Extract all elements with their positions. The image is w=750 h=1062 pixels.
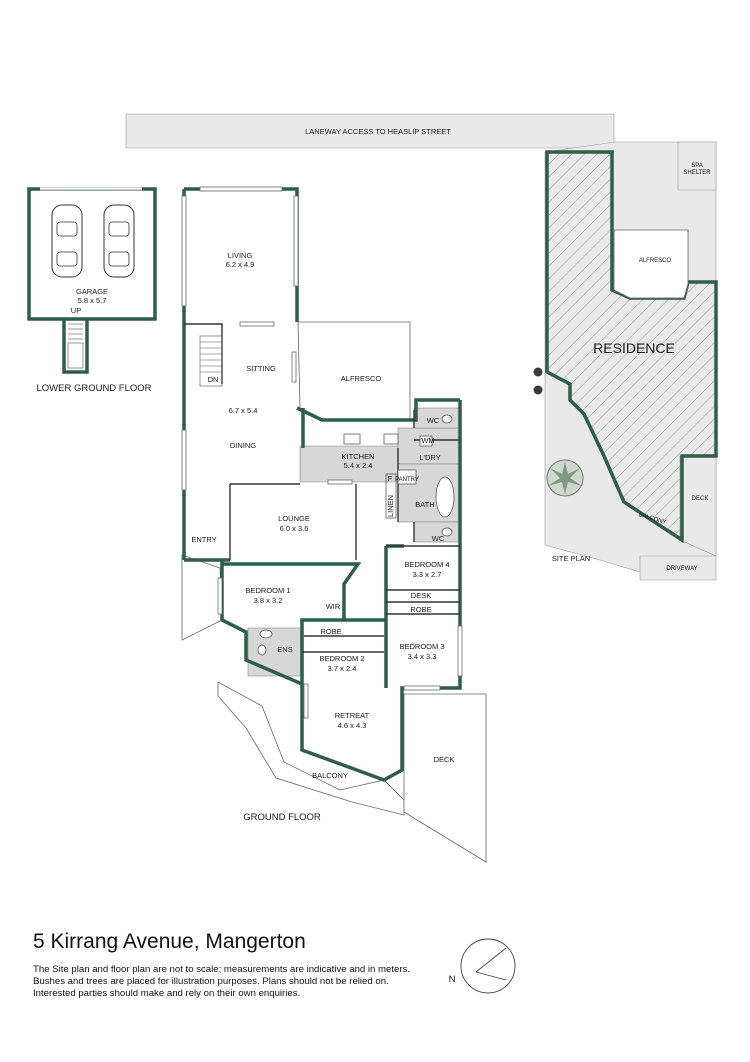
living-name: LIVING bbox=[228, 251, 253, 260]
car-icon bbox=[103, 204, 135, 278]
site-plan-caption: SITE PLAN bbox=[552, 554, 590, 563]
bedroom4-name: BEDROOM 4 bbox=[404, 560, 449, 569]
pantry-label: PANTRY bbox=[395, 477, 419, 483]
bedroom4-size: 3.3 x 2.7 bbox=[413, 570, 442, 579]
residence-label: RESIDENCE bbox=[593, 340, 675, 356]
lounge-name: LOUNGE bbox=[278, 514, 310, 523]
desk-label: DESK bbox=[411, 591, 431, 600]
fixtures bbox=[257, 414, 455, 656]
robe-label-b2: ROBE bbox=[320, 627, 341, 636]
front-ground bbox=[181, 554, 223, 641]
tree-icon bbox=[546, 459, 584, 497]
balcony-label: BALCONY bbox=[312, 771, 348, 780]
spa-shelter bbox=[677, 141, 717, 191]
fridge-label: F bbox=[388, 474, 393, 483]
ground-floor-caption: GROUND FLOOR bbox=[243, 812, 321, 823]
living-size: 6.2 x 4.9 bbox=[226, 260, 255, 269]
laundry-label: L'DRY bbox=[419, 453, 440, 462]
linen-label: LINEN bbox=[386, 495, 395, 517]
windows bbox=[181, 186, 463, 719]
robe-label-b3: ROBE bbox=[410, 605, 431, 614]
deck-area bbox=[679, 455, 717, 557]
garage-stair-label: UP bbox=[71, 306, 81, 315]
bedroom2-name: BEDROOM 2 bbox=[319, 654, 364, 663]
disclaimer-line: Interested parties should make and rely … bbox=[33, 988, 301, 999]
stairs bbox=[67, 323, 84, 369]
stairs-dn-label: DN bbox=[208, 375, 219, 384]
driveway-label: DRIVEWAY bbox=[666, 566, 697, 572]
stair-walls bbox=[62, 319, 89, 374]
kitchen-name: KITCHEN bbox=[342, 452, 375, 461]
deck-label: DECK bbox=[434, 755, 455, 764]
bedroom2-size: 3.7 x 2.4 bbox=[328, 664, 357, 673]
driveway-strip bbox=[639, 555, 717, 581]
wc-label-top: WC bbox=[427, 416, 440, 425]
alfresco-area bbox=[297, 321, 411, 421]
lower-ground-caption: LOWER GROUND FLOOR bbox=[36, 383, 151, 394]
property-address: 5 Kirrang Avenue, Mangerton bbox=[33, 930, 306, 953]
shrub-icon bbox=[533, 367, 543, 377]
disclaimer-line: The Site plan and floor plan are not to … bbox=[33, 964, 411, 975]
deck-outline bbox=[403, 693, 487, 863]
inner-walls bbox=[184, 323, 460, 653]
retreat-name: RETREAT bbox=[335, 711, 370, 720]
garage-size: 5.8 x 5.7 bbox=[78, 296, 107, 305]
garage-name: GARAGE bbox=[76, 287, 108, 296]
ensuite-area bbox=[247, 627, 304, 677]
bedroom3-size: 3.4 x 3.3 bbox=[408, 652, 437, 661]
spa-label-line1: SPA bbox=[691, 163, 703, 169]
dining-name: DINING bbox=[230, 441, 256, 450]
spa-label-line2: SHELTER bbox=[683, 170, 711, 176]
compass-north-label: N bbox=[449, 974, 456, 985]
alfresco-site bbox=[613, 229, 689, 299]
bedroom1-size: 3.8 x 3.2 bbox=[254, 596, 283, 605]
lower-ground-floor: GARAGE 5.8 x 5.7 UP LOWER GROUND FLOOR bbox=[27, 187, 157, 394]
entry-label: ENTRY bbox=[191, 535, 216, 544]
wc-label-lower: WC bbox=[432, 534, 445, 543]
bath-label: BATH bbox=[415, 500, 434, 509]
wir-label: WIR bbox=[326, 602, 341, 611]
deck-site-label: DECK bbox=[692, 496, 709, 502]
retreat-size: 4.6 x 4.3 bbox=[338, 721, 367, 730]
ensuite-label: ENS bbox=[277, 645, 292, 654]
sitting-name: SITTING bbox=[246, 364, 276, 373]
bedroom1-name: BEDROOM 1 bbox=[245, 586, 290, 595]
laneway-label: LANEWAY ACCESS TO HEASLIP STREET bbox=[305, 127, 451, 136]
balcony-outline bbox=[217, 681, 405, 816]
stairs-down bbox=[199, 335, 223, 387]
alfresco-site-label: ALFRESCO bbox=[639, 258, 672, 264]
wm-label: WM bbox=[421, 436, 434, 445]
bedroom3-name: BEDROOM 3 bbox=[399, 642, 444, 651]
site-plan: LANEWAY ACCESS TO HEASLIP STREET SPA SHE… bbox=[125, 113, 718, 581]
lounge-size: 6.0 x 3.6 bbox=[280, 524, 309, 533]
car-icon bbox=[51, 204, 83, 278]
disclaimer: The Site plan and floor plan are not to … bbox=[33, 964, 453, 1000]
shrub-icon bbox=[533, 385, 543, 395]
compass-icon: N bbox=[449, 938, 516, 994]
kitchen-size: 5.4 x 2.4 bbox=[344, 461, 373, 470]
ground-floor: DECK BALCONY ALFRESCO bbox=[181, 186, 487, 863]
dining-size: 6.7 x 5.4 bbox=[229, 406, 258, 415]
alfresco-name: ALFRESCO bbox=[341, 374, 382, 383]
disclaimer-line: Bushes and trees are placed for illustra… bbox=[33, 976, 389, 987]
